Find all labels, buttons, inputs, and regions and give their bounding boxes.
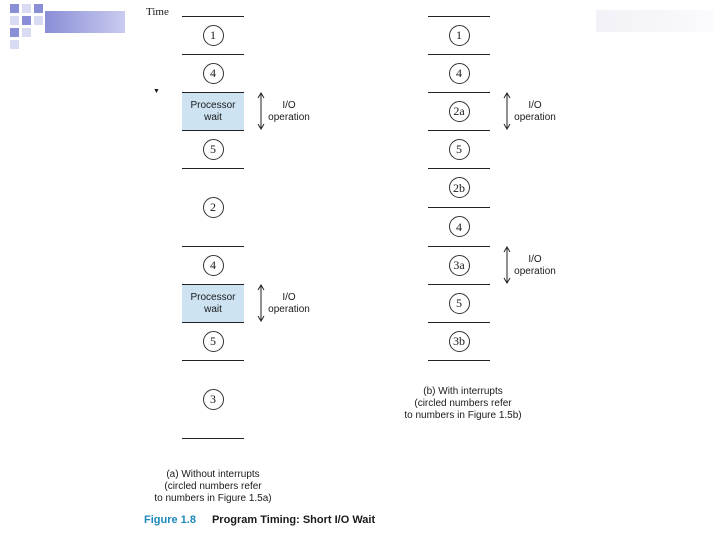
divider <box>182 246 244 247</box>
step-block: 1 <box>182 16 244 54</box>
divider <box>182 284 244 285</box>
processor-wait-label: Processor <box>190 291 236 303</box>
step-block: 4 <box>182 54 244 92</box>
divider <box>428 168 490 169</box>
decor-bar <box>45 11 125 33</box>
step-number: 5 <box>448 138 470 160</box>
caption-line: (circled numbers refer <box>414 398 512 409</box>
step-block: 4 <box>182 246 244 284</box>
step-block: 5 <box>182 322 244 360</box>
caption-line: (circled numbers refer <box>164 481 262 492</box>
divider <box>428 130 490 131</box>
caption-line: (b) With interrupts <box>423 386 503 397</box>
divider <box>182 130 244 131</box>
decor-square <box>10 4 19 13</box>
io-operation-label: I/O operation <box>510 100 560 124</box>
step-block: 2a <box>428 92 490 130</box>
decor-square <box>10 28 19 37</box>
io-operation-label: I/O operation <box>264 100 314 124</box>
step-block: 2b <box>428 168 490 207</box>
decor-square <box>22 16 31 25</box>
panel-b-caption: (b) With interrupts (circled numbers ref… <box>388 386 538 422</box>
io-label-line: operation <box>514 112 556 123</box>
step-block: 3a <box>428 246 490 284</box>
divider <box>182 360 244 361</box>
double-arrow-icon <box>257 92 265 130</box>
figure-caption: Figure 1.8 Program Timing: Short I/O Wait <box>144 514 375 526</box>
step-number: 1 <box>202 24 224 46</box>
step-block: 1 <box>428 16 490 54</box>
divider <box>428 54 490 55</box>
step-number: 1 <box>448 24 470 46</box>
step-number: 3 <box>202 388 224 410</box>
divider <box>428 92 490 93</box>
processor-wait-block: Processor wait <box>182 285 244 322</box>
divider <box>428 246 490 247</box>
divider <box>428 360 490 361</box>
divider <box>428 284 490 285</box>
step-number: 2b <box>448 177 470 198</box>
io-label-line: operation <box>268 304 310 315</box>
divider <box>428 207 490 208</box>
step-number: 4 <box>202 254 224 276</box>
divider <box>428 322 490 323</box>
caption-line: to numbers in Figure 1.5a) <box>154 493 272 504</box>
io-label-line: operation <box>514 266 556 277</box>
step-block: 5 <box>428 284 490 322</box>
step-number: 3b <box>448 330 470 352</box>
decor-square <box>34 4 43 13</box>
step-number: 5 <box>448 292 470 314</box>
divider <box>182 322 244 323</box>
divider <box>182 92 244 93</box>
panel-a-caption: (a) Without interrupts (circled numbers … <box>138 469 288 505</box>
step-number: 5 <box>202 138 224 160</box>
step-block: 5 <box>182 130 244 168</box>
processor-wait-block: Processor wait <box>182 93 244 130</box>
time-arrow-icon: ▼ <box>153 87 160 95</box>
io-label-line: I/O <box>528 254 542 265</box>
io-operation-label: I/O operation <box>510 254 560 278</box>
step-block: 2 <box>182 168 244 246</box>
time-label: Time <box>146 6 169 18</box>
step-number: 3a <box>448 254 470 276</box>
step-number: 5 <box>202 330 224 352</box>
step-number: 2a <box>448 100 470 122</box>
processor-wait-label: wait <box>204 303 222 315</box>
io-operation-label: I/O operation <box>264 292 314 316</box>
step-block: 3 <box>182 360 244 438</box>
double-arrow-icon <box>257 284 265 322</box>
processor-wait-label: wait <box>204 111 222 123</box>
double-arrow-icon <box>503 92 511 130</box>
step-block: 3b <box>428 322 490 360</box>
step-number: 2 <box>202 196 224 218</box>
divider <box>428 16 490 17</box>
divider <box>182 16 244 17</box>
decor-square <box>10 40 19 49</box>
caption-line: (a) Without interrupts <box>166 469 260 480</box>
step-block: 4 <box>428 54 490 92</box>
io-label-line: I/O <box>282 292 296 303</box>
divider <box>182 168 244 169</box>
caption-line: to numbers in Figure 1.5b) <box>404 410 522 421</box>
io-label-line: I/O <box>282 100 296 111</box>
figure-title: Program Timing: Short I/O Wait <box>211 514 376 526</box>
decor-square <box>22 4 31 13</box>
decor-square <box>22 28 31 37</box>
divider <box>182 54 244 55</box>
decor-square <box>10 16 19 25</box>
step-block: 4 <box>428 207 490 246</box>
io-label-line: operation <box>268 112 310 123</box>
decor-bar <box>596 10 714 32</box>
double-arrow-icon <box>503 246 511 284</box>
step-block: 5 <box>428 130 490 168</box>
io-label-line: I/O <box>528 100 542 111</box>
processor-wait-label: Processor <box>190 99 236 111</box>
decor-square <box>34 16 43 25</box>
step-number: 4 <box>202 62 224 84</box>
step-number: 4 <box>448 216 470 237</box>
step-number: 4 <box>448 62 470 84</box>
figure-number: Figure 1.8 <box>144 514 196 526</box>
divider <box>182 438 244 439</box>
